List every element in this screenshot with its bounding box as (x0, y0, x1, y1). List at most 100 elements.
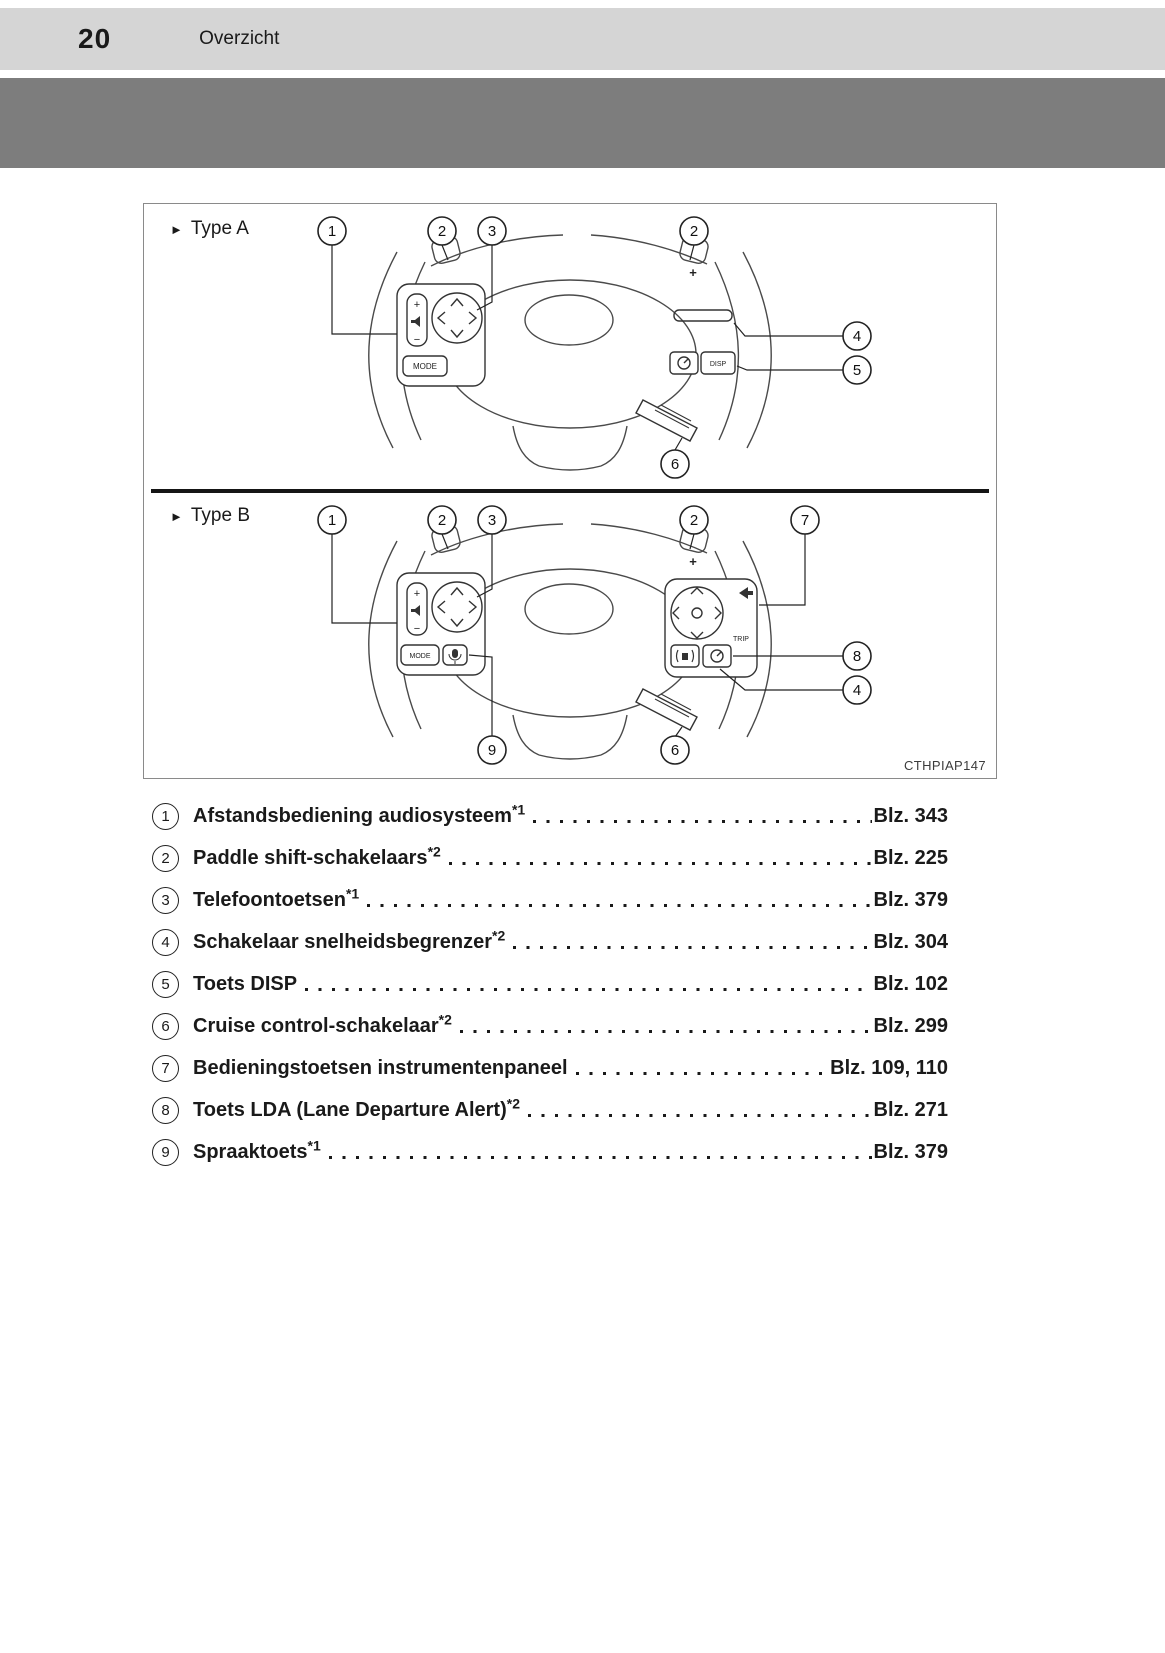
lda-icon (675, 649, 695, 663)
steering-column-bottom (538, 754, 602, 760)
stalk-detail-lines (654, 693, 692, 718)
wheel-rim-left-outer (368, 540, 398, 738)
steering-wheel-diagram-type-a: + − MODE + DISP (317, 216, 872, 479)
speed-limiter-needle (716, 651, 722, 657)
down-arrow-icon (690, 631, 704, 639)
wheel-rim-right-outer (742, 251, 772, 449)
item-label: Spraaktoets*1 (193, 1137, 321, 1163)
pointer-icon: ► (170, 508, 183, 524)
up-arrow-icon (450, 297, 464, 307)
callout-3: 3 (477, 216, 507, 246)
up-arrow-icon (690, 587, 704, 595)
section-title: Overzicht (199, 28, 280, 49)
legend-item-1: 1 Afstandsbediening audiosysteem*1 Blz. … (152, 802, 948, 830)
legend-item-9: 9 Spraaktoets*1 Blz. 379 (152, 1137, 948, 1166)
emblem (524, 583, 614, 635)
left-arrow-icon (436, 311, 446, 325)
callout-4: 4 (842, 321, 872, 351)
steering-column-left (512, 714, 540, 756)
dot-leader (533, 820, 872, 823)
legend-item-7: 7 Bedieningstoetsen instrumentenpaneel B… (152, 1055, 948, 1082)
callout-4: 4 (842, 675, 872, 705)
meter-control-center (691, 607, 703, 619)
item-page-ref: Blz. 109, 110 (830, 1057, 948, 1079)
dot-leader (367, 904, 872, 907)
legend-list: 1 Afstandsbediening audiosysteem*1 Blz. … (152, 802, 948, 1166)
steering-column-right (600, 425, 628, 467)
trip-label: TRIP (733, 636, 749, 643)
svg-text:6: 6 (671, 456, 679, 473)
item-label: Cruise control-schakelaar*2 (193, 1011, 452, 1037)
callout-2-left: 2 (427, 505, 457, 535)
voice-button (442, 644, 468, 666)
mode-button (402, 355, 448, 377)
audio-cluster-body (396, 283, 486, 387)
footnote-marker: *2 (506, 1095, 520, 1112)
svg-text:2: 2 (690, 223, 698, 240)
page-number: 20 (78, 23, 112, 54)
wheel-rim-top-right (590, 234, 708, 265)
mode-label: MODE (410, 653, 431, 660)
right-arrow-icon (714, 606, 722, 620)
stalk-detail-lines (654, 404, 692, 429)
callout-8: 8 (842, 641, 872, 671)
callout-7: 7 (790, 505, 820, 535)
steering-column-bottom (538, 465, 602, 471)
callout-5: 5 (842, 355, 872, 385)
dot-leader (448, 862, 872, 865)
left-arrow-icon (672, 606, 680, 620)
footnote-marker: *1 (345, 885, 360, 902)
paddle-plus-label: + (689, 265, 697, 280)
item-label: Paddle shift-schakelaars*2 (193, 843, 441, 869)
item-number-badge: 1 (152, 803, 179, 830)
svg-text:3: 3 (488, 512, 496, 529)
item-number-badge: 6 (152, 1013, 179, 1040)
leader-lines (331, 533, 843, 738)
legend-item-3: 3 Telefoontoetsen*1 Blz. 379 (152, 885, 948, 914)
item-page-ref: Blz. 225 (873, 847, 948, 869)
phone-keys-pad (431, 581, 483, 633)
steering-wheel-diagram-type-b: + − MODE + (317, 505, 872, 765)
dot-leader (328, 1156, 872, 1159)
chapter-band (0, 78, 1165, 168)
steering-column-right (600, 714, 628, 756)
legend-item-6: 6 Cruise control-schakelaar*2 Blz. 299 (152, 1011, 948, 1040)
legend-item-4: 4 Schakelaar snelheidsbegrenzer*2 Blz. 3… (152, 928, 948, 956)
wheel-rim-top-right (590, 523, 708, 554)
dot-leader (527, 1114, 872, 1117)
dot-leader (513, 946, 872, 949)
item-number-badge: 3 (152, 887, 179, 914)
item-page-ref: Blz. 379 (873, 1141, 948, 1163)
item-label: Toets LDA (Lane Departure Alert)*2 (193, 1095, 520, 1121)
svg-text:9: 9 (488, 742, 496, 759)
speaker-icon (411, 316, 420, 327)
type-b-label: ► Type B (170, 505, 250, 527)
item-number-badge: 4 (152, 929, 179, 956)
legend-item-8: 8 Toets LDA (Lane Departure Alert)*2 Blz… (152, 1095, 948, 1124)
microphone-icon (452, 649, 458, 658)
callout-9: 9 (477, 735, 507, 765)
svg-text:2: 2 (438, 223, 446, 240)
speed-limiter-needle (683, 358, 689, 364)
svg-text:1: 1 (328, 512, 336, 529)
callout-3: 3 (477, 505, 507, 535)
wheel-rim-left-outer (368, 251, 398, 449)
item-page-ref: Blz. 102 (873, 973, 948, 995)
volume-minus-label: − (414, 334, 420, 346)
audio-remote-cluster: + − MODE (396, 283, 486, 387)
svg-text:5: 5 (853, 362, 861, 379)
audio-cluster-body (396, 572, 486, 676)
legend-item-5: 5 Toets DISP Blz. 102 (152, 971, 948, 998)
legend-item-2: 2 Paddle shift-schakelaars*2 Blz. 225 (152, 843, 948, 872)
item-number-badge: 7 (152, 1055, 179, 1082)
meter-control-ring (670, 586, 724, 640)
mode-button (400, 644, 440, 666)
speed-limiter-icon (677, 356, 691, 370)
volume-plus-label: + (414, 299, 420, 311)
figure-caption: CTHPIAP147 (903, 758, 986, 773)
wheel-rim-right-outer (742, 540, 772, 738)
up-arrow-icon (450, 586, 464, 596)
dot-leader (459, 1030, 872, 1033)
volume-minus-label: − (414, 623, 420, 635)
right-arrow-icon (468, 600, 478, 614)
